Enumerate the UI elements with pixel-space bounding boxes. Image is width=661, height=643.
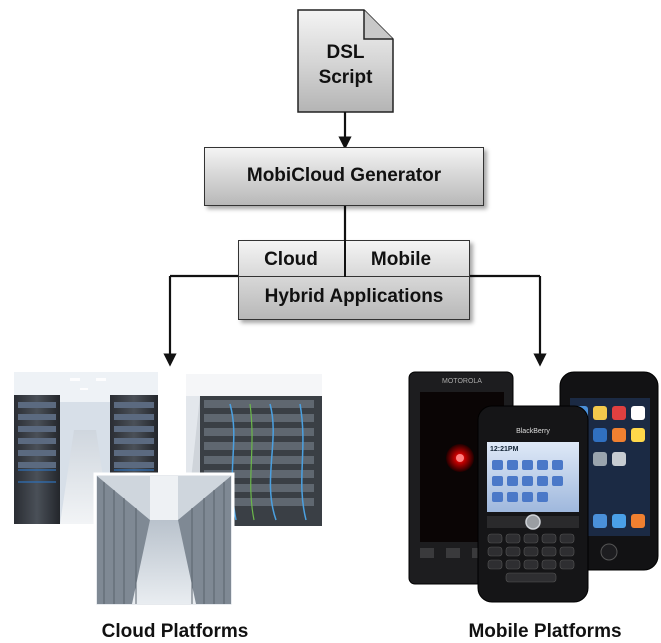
applications-divider-horizontal (238, 276, 470, 277)
datacenter-photo-aisle (93, 472, 235, 608)
dsl-script-document-shape (297, 9, 394, 113)
blackberry-time-text: 12:21PM (490, 446, 519, 453)
applications-divider-vertical (344, 240, 346, 277)
cloud-platforms-label: Cloud Platforms (101, 621, 249, 642)
mobicloud-generator-label: MobiCloud Generator (246, 165, 442, 186)
dsl-script-line1: DSL (326, 42, 365, 63)
mobicloud-generator-box (204, 147, 484, 206)
mobile-platforms-image (408, 371, 659, 603)
hybrid-applications-label: Hybrid Applications (264, 286, 444, 307)
blackberry-phone (477, 405, 589, 603)
motorola-brand-text: MOTOROLA (442, 378, 482, 385)
mobile-platforms-label: Mobile Platforms (468, 621, 622, 642)
applications-box (238, 240, 470, 320)
mobile-label: Mobile (370, 249, 432, 270)
blackberry-brand-text: BlackBerry (516, 428, 550, 435)
cloud-label: Cloud (264, 249, 318, 270)
cloud-platforms-image (14, 372, 322, 608)
dsl-script-label: DSL Script (298, 40, 393, 90)
dsl-script-line2: Script (318, 67, 373, 88)
